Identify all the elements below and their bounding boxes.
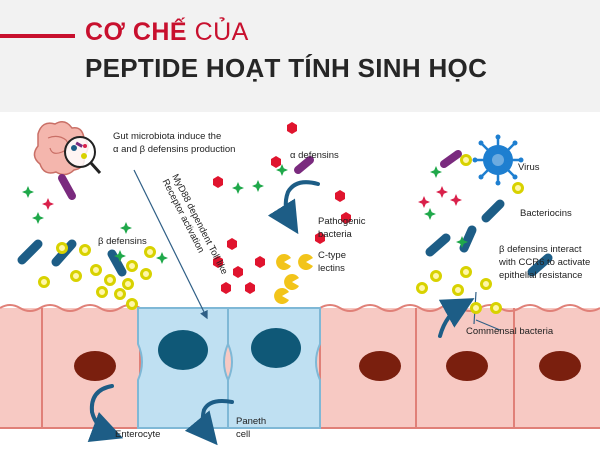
enterocyte-nucleus [446, 351, 488, 381]
curved-arrows [87, 180, 475, 446]
beta-interact-label-line3: epithelial resistance [499, 270, 582, 281]
enterocyte-nucleus [539, 351, 581, 381]
magnifier-icon [64, 136, 102, 175]
gut-label-line1: Gut microbiota induce the [113, 131, 221, 142]
enterocyte-nucleus [74, 351, 116, 381]
header-banner [0, 0, 600, 112]
pathogenic-label-line2: bacteria [318, 229, 353, 240]
page-subtitle: PEPTIDE HOẠT TÍNH SINH HỌC [85, 53, 488, 83]
paneth-nucleus [158, 330, 208, 370]
red-stars [42, 186, 462, 210]
commensal-arrow [438, 298, 475, 338]
commensal-pointer [475, 319, 501, 331]
paneth-cell-right [227, 307, 321, 429]
title-light: CỦA [194, 18, 249, 46]
title-bold: CƠ CHẾ [85, 18, 188, 46]
mechanism-diagram: Gut microbiota induce the α and β defens… [0, 121, 600, 446]
rod-bacteria [17, 199, 553, 277]
paneth-arrow [184, 399, 234, 446]
tlr-activation-arrow [133, 169, 208, 320]
enterocyte-nucleus [359, 351, 401, 381]
beta-interact-label-line1: β defensins interact [499, 244, 582, 255]
title-accent-bar [0, 34, 75, 38]
enterocyte-label: Enterocyte [115, 429, 160, 440]
alpha-defensin-arrow [267, 180, 320, 235]
paneth-label-line2: cell [236, 429, 250, 440]
pathogenic-label-line1: Pathogenic [318, 216, 366, 227]
cocci [38, 154, 524, 314]
paneth-nucleus [251, 328, 301, 368]
c-type-lectins [274, 254, 313, 304]
gut-label-line2: α and β defensins production [113, 144, 235, 155]
commensal-label: Commensal bacteria [466, 326, 554, 337]
paneth-label-line1: Paneth [236, 416, 266, 427]
ctype-label-line1: C-type [318, 250, 346, 261]
beta-interact-label-line2: with CCR6 to activate [498, 257, 590, 268]
virus-icon [472, 134, 524, 186]
bacteriocins-label: Bacteriocins [520, 208, 572, 219]
beta-defensins-label: β defensins [98, 236, 147, 247]
ctype-label-line2: lectins [318, 263, 345, 274]
paneth-cells [137, 307, 321, 429]
defensin-rods [58, 150, 462, 200]
green-stars [22, 164, 468, 264]
virus-label: Virus [518, 162, 540, 173]
alpha-defensins-label: α defensins [290, 150, 339, 161]
enterocyte-arrow [87, 384, 124, 442]
page-title: CƠ CHẾ CỦA [85, 18, 249, 47]
hexagon-molecules [213, 122, 351, 294]
